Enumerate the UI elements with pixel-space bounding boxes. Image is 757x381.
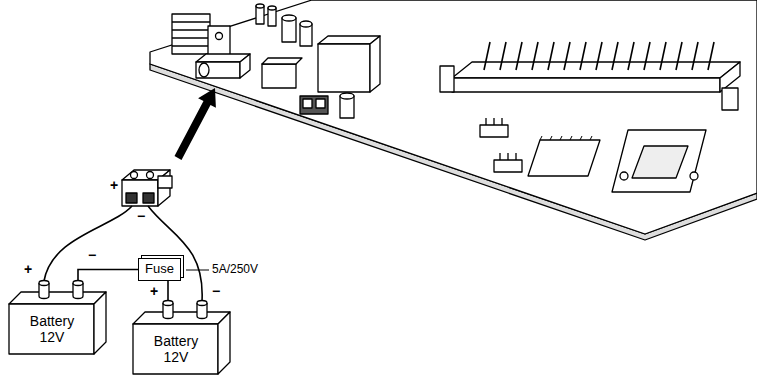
terminal-sign: − bbox=[212, 284, 220, 299]
fuse-box: Fuse bbox=[138, 258, 181, 281]
battery-label: Battery 12V bbox=[147, 333, 205, 365]
terminal-sign: + bbox=[150, 284, 158, 299]
terminal-sign: + bbox=[24, 262, 32, 277]
wire bbox=[167, 281, 169, 300]
fuse-rating: 5A/250V bbox=[212, 262, 258, 276]
terminal-sign: − bbox=[137, 209, 145, 224]
battery-box: Battery 12V bbox=[132, 300, 232, 376]
terminal-sign: − bbox=[88, 248, 96, 263]
battery-box: Battery 12V bbox=[8, 280, 108, 356]
wire bbox=[78, 269, 138, 280]
battery-label: Battery 12V bbox=[23, 313, 81, 345]
fuse-label: Fuse bbox=[145, 262, 174, 277]
terminal-sign: + bbox=[110, 178, 118, 193]
